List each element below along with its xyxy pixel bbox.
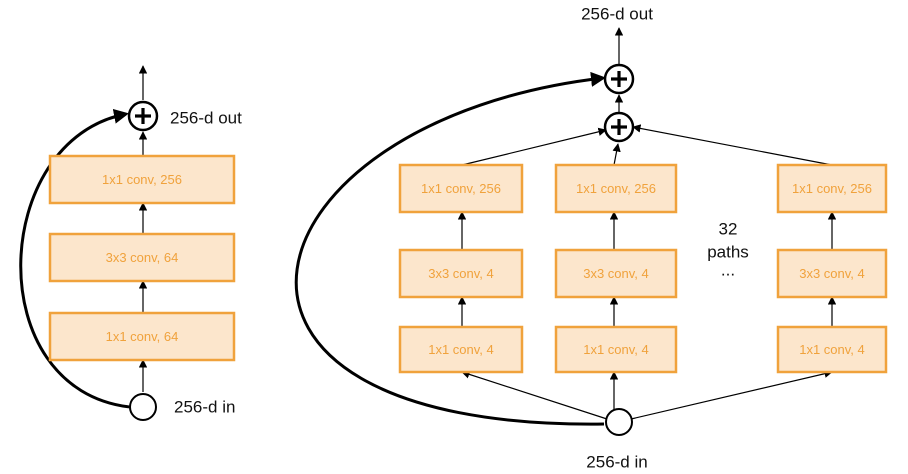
conv-box: 1x1 conv, 256 [398, 163, 524, 214]
conv-box: 3x3 conv, 4 [398, 248, 524, 299]
conv-box-label: 3x3 conv, 64 [106, 250, 179, 265]
conv-box: 1x1 conv, 256 [48, 154, 236, 205]
sum-node [127, 100, 159, 132]
arrow-in-to-path1 [461, 370, 608, 420]
conv-box: 1x1 conv, 4 [398, 325, 524, 374]
conv-box-label: 3x3 conv, 4 [428, 266, 494, 281]
conv-box-label: 1x1 conv, 4 [583, 342, 649, 357]
arrow-in-to-path3 [630, 369, 833, 420]
residual-sum-node [603, 63, 635, 95]
conv-box-label: 1x1 conv, 256 [792, 181, 872, 196]
input-node [129, 393, 157, 421]
arrow-path3-to-sum [632, 124, 833, 166]
right-block: 1x1 conv, 256 3x3 conv, 4 1x1 conv, 4 1x… [294, 5, 888, 472]
conv-box: 1x1 conv, 256 [776, 163, 888, 214]
aggregate-sum-node [603, 111, 635, 143]
input-node [605, 408, 633, 436]
conv-box-label: 1x1 conv, 4 [428, 342, 494, 357]
conv-box: 1x1 conv, 4 [776, 325, 888, 374]
out-label: 256-d out [581, 5, 653, 24]
conv-box-label: 3x3 conv, 4 [799, 266, 865, 281]
conv-box: 1x1 conv, 64 [48, 311, 236, 362]
skip-connection [19, 108, 131, 409]
conv-box-label: 3x3 conv, 4 [583, 266, 649, 281]
conv-box-label: 1x1 conv, 256 [576, 181, 656, 196]
conv-box-label: 1x1 conv, 256 [102, 172, 182, 187]
paths-count: 32 [719, 220, 738, 239]
conv-box: 3x3 conv, 64 [48, 232, 236, 283]
conv-box: 1x1 conv, 256 [554, 163, 678, 214]
conv-box: 1x1 conv, 4 [554, 325, 678, 374]
in-label: 256-d in [586, 453, 647, 472]
conv-box-label: 1x1 conv, 64 [106, 329, 179, 344]
paths-ellipsis: ... [721, 261, 735, 280]
out-label: 256-d out [170, 109, 242, 128]
left-block: 1x1 conv, 256 3x3 conv, 64 1x1 conv, 64 … [19, 65, 242, 421]
paths-word: paths [707, 243, 749, 262]
arrow-path1-to-sum [461, 127, 607, 166]
arrow-path2-to-sum [612, 143, 621, 166]
conv-box-label: 1x1 conv, 4 [799, 342, 865, 357]
conv-box: 3x3 conv, 4 [554, 248, 678, 299]
in-label: 256-d in [174, 398, 235, 417]
conv-box: 3x3 conv, 4 [776, 248, 888, 299]
conv-box-label: 1x1 conv, 256 [421, 181, 501, 196]
skip-connection [294, 71, 606, 426]
